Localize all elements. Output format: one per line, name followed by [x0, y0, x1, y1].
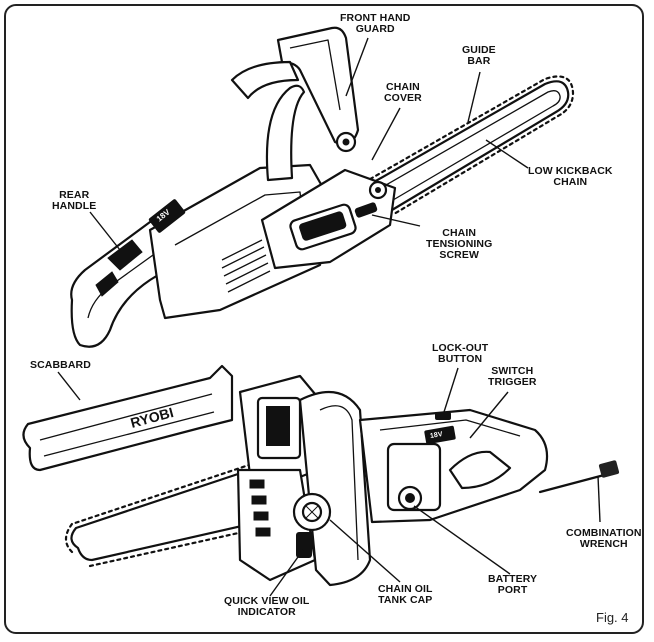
- top-guide-bar: [356, 75, 575, 216]
- bottom-chainsaw: RYOBI: [22, 364, 620, 587]
- oil-tank-cap: [292, 492, 332, 532]
- scabbard: RYOBI: [22, 364, 234, 472]
- figure-frame: [4, 4, 644, 634]
- top-chain-cover: [260, 168, 397, 270]
- bottom-housing: [358, 408, 549, 524]
- label-guide-bar: GUIDE BAR: [462, 44, 496, 67]
- label-rear-handle: REAR HANDLE: [52, 189, 97, 212]
- quick-view-oil-indicator: [296, 532, 312, 558]
- leader-lines: [57, 37, 601, 597]
- voltage-badge-text-bottom: 18V: [429, 430, 444, 441]
- label-scabbard: SCABBARD: [30, 359, 91, 371]
- label-front-hand-guard: FRONT HAND GUARD: [340, 12, 411, 35]
- label-battery-port: BATTERY PORT: [488, 573, 538, 596]
- label-chain-tensioning-screw: CHAIN TENSIONING SCREW: [426, 227, 493, 261]
- figure-caption: Fig. 4: [596, 610, 629, 625]
- label-combination-wrench: COMBINATION WRENCH: [566, 527, 642, 550]
- label-switch-trigger: SWITCH TRIGGER: [488, 365, 537, 388]
- bottom-grip-ridges: [249, 479, 271, 537]
- top-front-hand-guard: [230, 26, 360, 153]
- top-front-handle: [265, 84, 306, 182]
- label-chain-cover: CHAIN COVER: [384, 81, 422, 104]
- combination-wrench: [538, 460, 620, 494]
- label-low-kickback-chain: LOW KICKBACK CHAIN: [528, 165, 613, 188]
- top-vent-slots: [221, 239, 271, 293]
- label-lock-out-button: LOCK-OUT BUTTON: [432, 342, 489, 365]
- top-voltage-badge: [148, 199, 186, 233]
- label-quick-view-oil-indicator: QUICK VIEW OIL INDICATOR: [224, 595, 310, 618]
- label-chain-oil-tank-cap: CHAIN OIL TANK CAP: [378, 583, 433, 606]
- bottom-body: [236, 374, 372, 587]
- top-chainsaw: [70, 26, 575, 348]
